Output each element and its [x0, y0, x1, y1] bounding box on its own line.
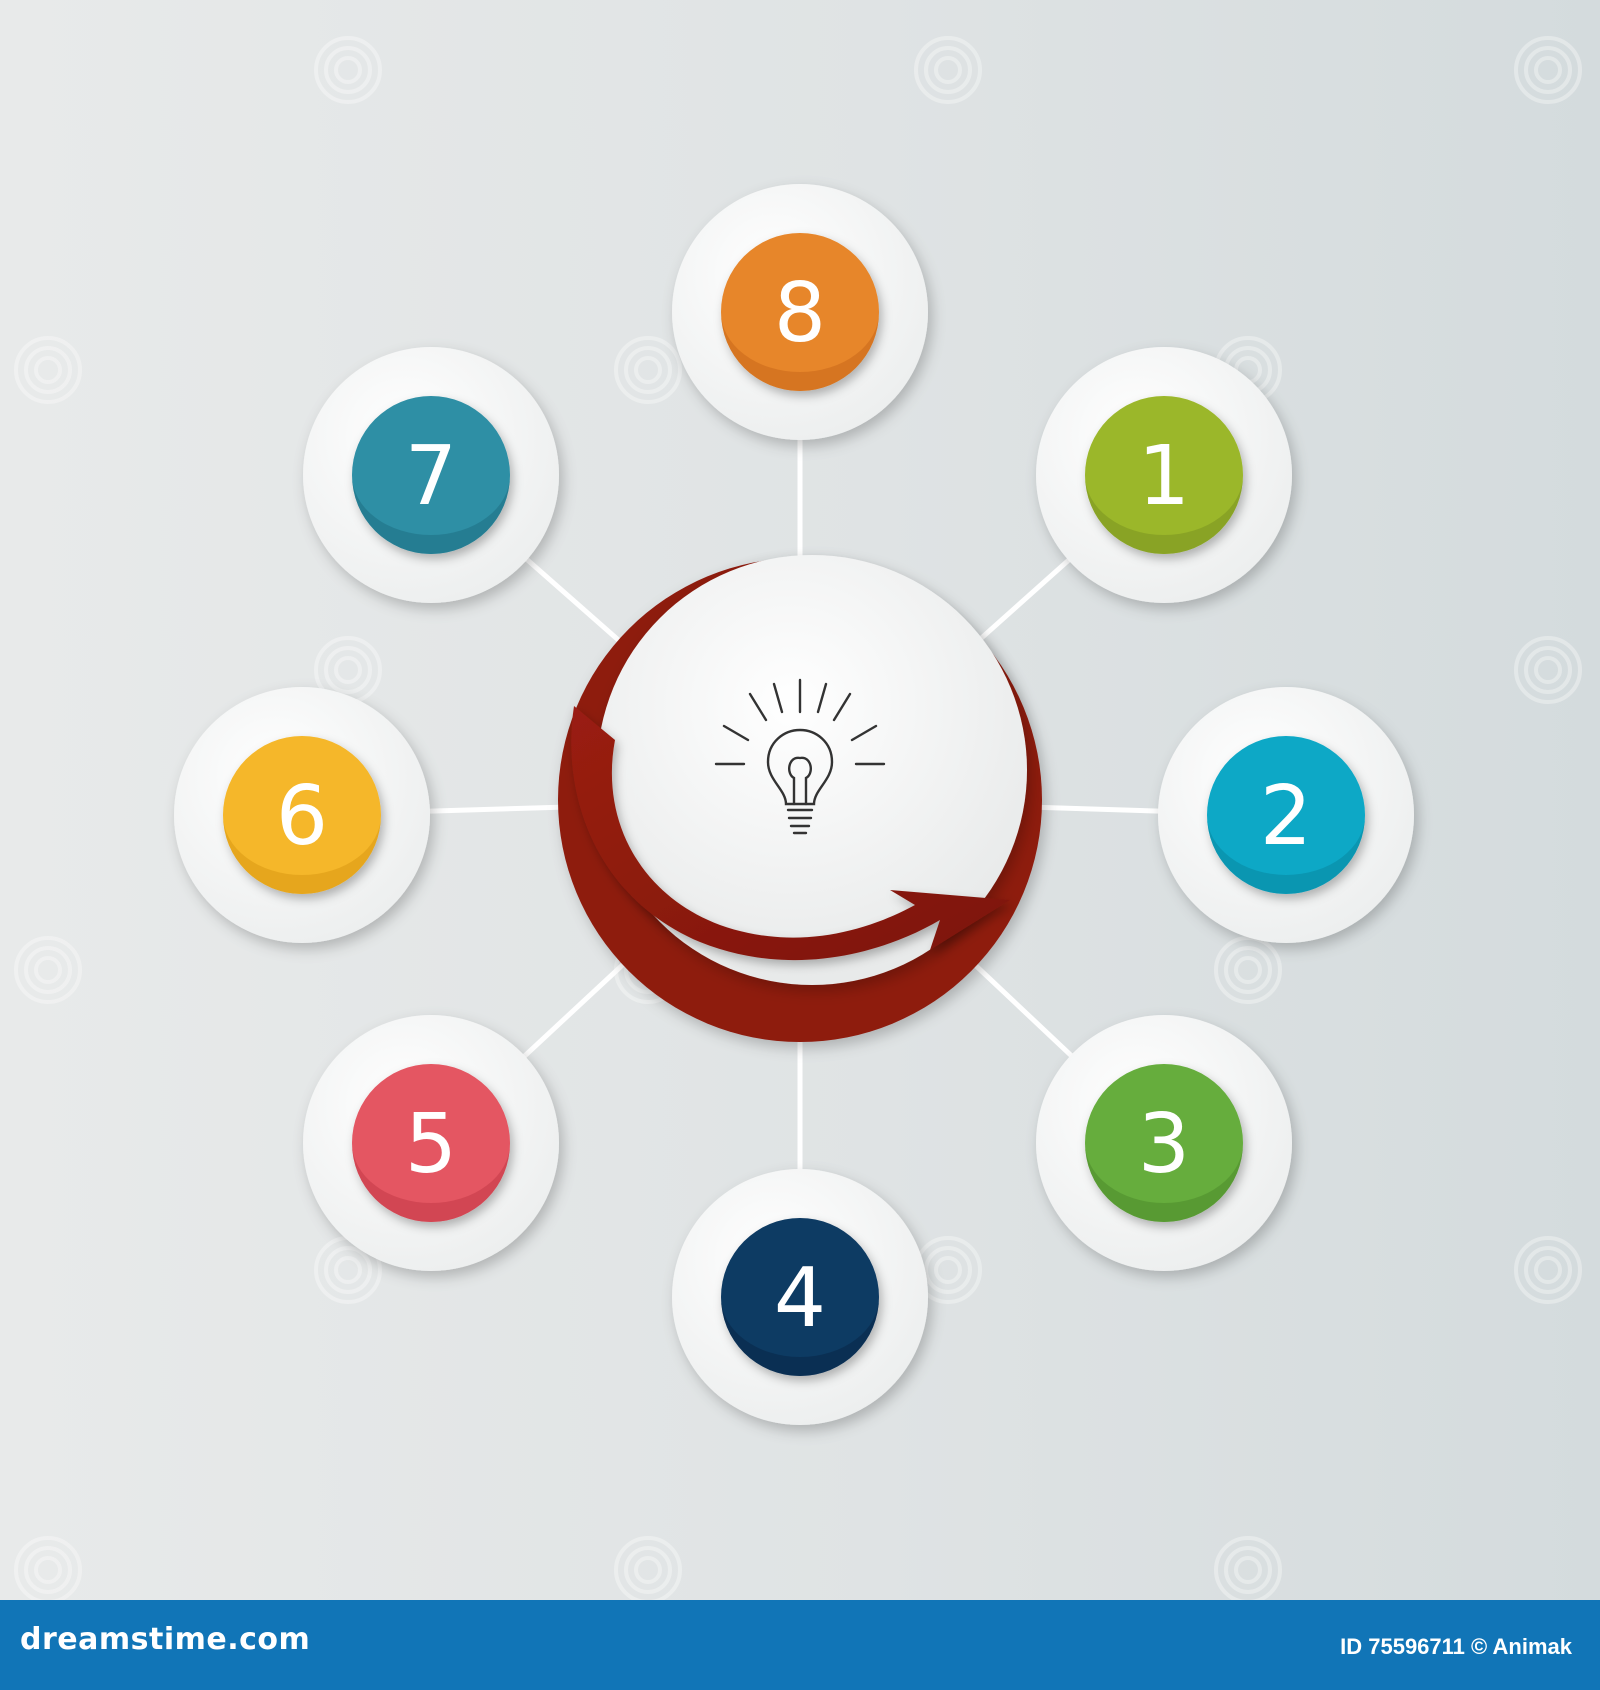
step-node-1: 1	[1036, 347, 1292, 603]
spiral-watermark-icon	[1214, 936, 1282, 1004]
node-disc	[1085, 396, 1243, 554]
hub-disc	[597, 555, 1027, 985]
node-number: 7	[405, 429, 457, 524]
node-disc-shade	[1085, 475, 1243, 554]
node-disc	[223, 736, 381, 894]
lightbulb-icon	[714, 678, 886, 835]
node-number: 5	[405, 1097, 457, 1192]
image-id-credit: ID 75596711 © Animak	[1340, 1634, 1572, 1659]
step-node-6: 6	[174, 687, 430, 943]
step-node-4: 4	[672, 1169, 928, 1425]
node-disc-shade	[721, 1297, 879, 1376]
node-disc	[721, 1218, 879, 1376]
node-disc-shade	[1207, 815, 1365, 894]
spiral-watermark-icon	[914, 36, 982, 104]
footer-bar: dreamstime.com ID 75596711 © Animak	[0, 1600, 1600, 1690]
node-disc-shade	[352, 475, 510, 554]
step-node-2: 2	[1158, 687, 1414, 943]
node-disc	[1207, 736, 1365, 894]
step-node-3: 3	[1036, 1015, 1292, 1271]
node-disc-shade	[352, 1143, 510, 1222]
node-disc-shade	[223, 815, 381, 894]
node-number: 6	[276, 769, 328, 864]
center-hub	[558, 555, 1042, 1042]
numbered-nodes: 1 2 3 4 5 6 7 8	[174, 184, 1414, 1425]
spiral-watermark-icon	[614, 336, 682, 404]
spiral-watermark-icon	[314, 1236, 382, 1304]
step-node-5: 5	[303, 1015, 559, 1271]
node-number: 4	[774, 1251, 826, 1346]
spiral-watermark-icon	[1514, 36, 1582, 104]
node-number: 2	[1260, 769, 1312, 864]
step-node-8: 8	[672, 184, 928, 440]
spiral-watermark-icon	[614, 1536, 682, 1600]
node-disc	[1085, 1064, 1243, 1222]
spiral-watermark-icon	[14, 936, 82, 1004]
step-node-7: 7	[303, 347, 559, 603]
infographic-diagram: 1 2 3 4 5 6 7 8	[14, 36, 1582, 1600]
spiral-watermark-icon	[1514, 1236, 1582, 1304]
brand-logo-text[interactable]: dreamstime.com	[20, 1622, 311, 1657]
spiral-watermark-icon	[314, 36, 382, 104]
node-disc-shade	[721, 312, 879, 391]
spiral-watermark-icon	[14, 336, 82, 404]
node-disc	[352, 1064, 510, 1222]
node-number: 3	[1138, 1097, 1190, 1192]
node-number: 1	[1138, 429, 1190, 524]
node-disc-shade	[1085, 1143, 1243, 1222]
node-number: 8	[774, 266, 826, 361]
node-disc	[721, 233, 879, 391]
spiral-watermark-icon	[1514, 636, 1582, 704]
spiral-watermark-icon	[14, 1536, 82, 1600]
node-disc	[352, 396, 510, 554]
spiral-watermark-icon	[1214, 1536, 1282, 1600]
